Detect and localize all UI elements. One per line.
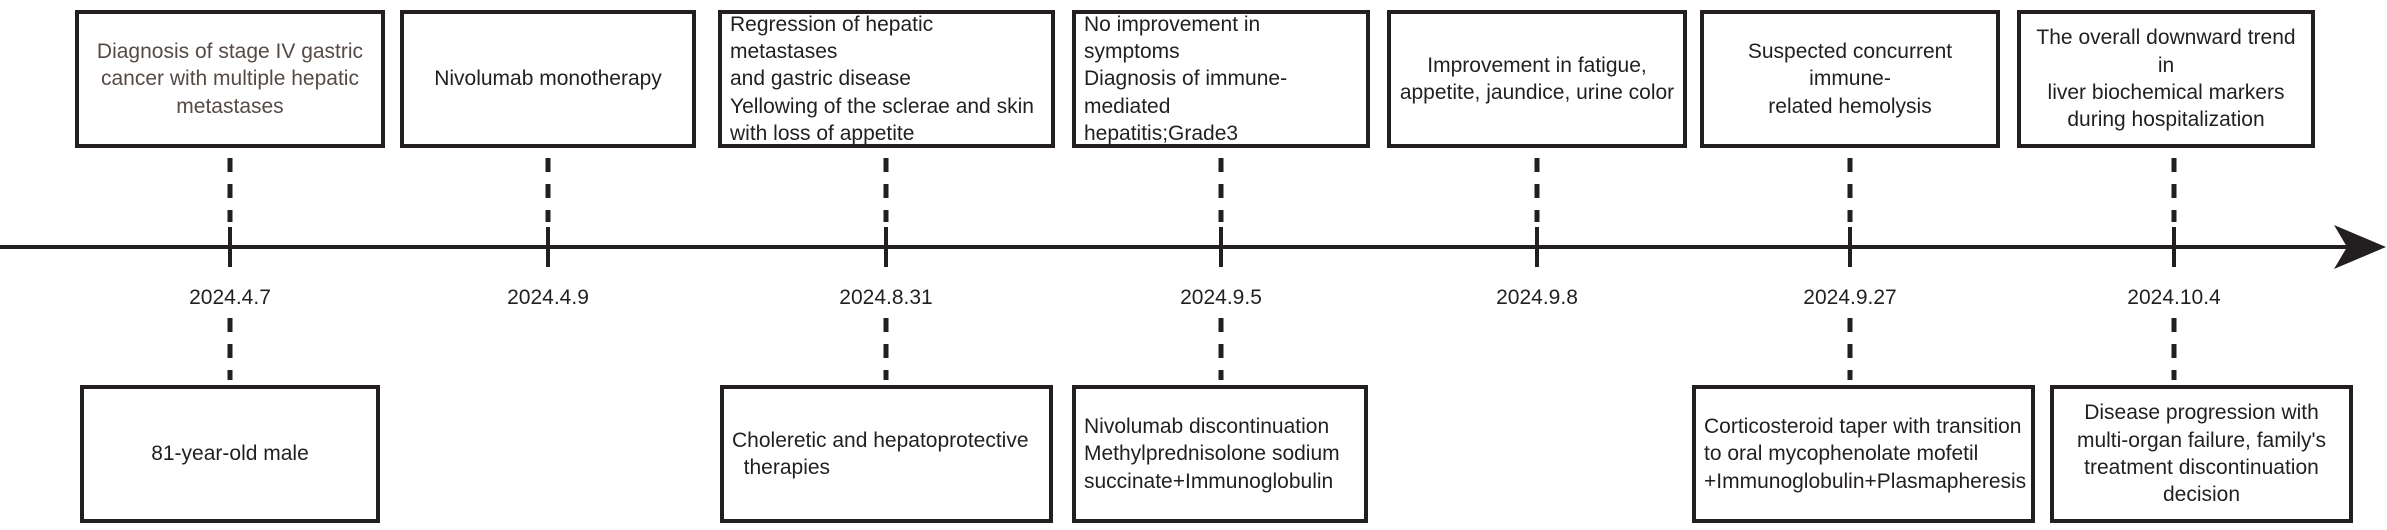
- timeline-axis: [0, 225, 2386, 269]
- date-label: 2024.9.27: [1803, 286, 1897, 309]
- bottom-connectors: [227, 318, 2177, 380]
- detail-box-choleretic: Choleretic and hepatoprotective therapie…: [720, 385, 1053, 523]
- top-connectors: [227, 158, 2177, 222]
- event-box-diagnosis: Diagnosis of stage IV gastric cancer wit…: [75, 10, 385, 148]
- date-label: 2024.4.7: [189, 286, 271, 309]
- date-label: 2024.10.4: [2127, 286, 2221, 309]
- event-text: Regression of hepatic metastases and gas…: [730, 12, 1034, 145]
- date-label: 2024.4.9: [507, 286, 589, 309]
- detail-box-patient: 81-year-old male: [80, 385, 380, 523]
- date-label: 2024.9.5: [1180, 286, 1262, 309]
- detail-box-corticosteroid-taper: Corticosteroid taper with transition to …: [1692, 385, 2035, 523]
- detail-text: Corticosteroid taper with transition to …: [1704, 415, 2027, 493]
- event-box-hemolysis: Suspected concurrent immune- related hem…: [1700, 10, 2000, 148]
- event-text: Improvement in fatigue, appetite, jaundi…: [1399, 53, 1675, 104]
- detail-box-discontinuation: Nivolumab discontinuation Methylpredniso…: [1072, 385, 1368, 523]
- event-box-nivolumab-monotherapy: Nivolumab monotherapy: [400, 10, 696, 148]
- detail-box-disease-progression: Disease progression with multi-organ fai…: [2050, 385, 2353, 523]
- detail-text: Disease progression with multi-organ fai…: [2076, 401, 2327, 507]
- event-text: The overall downward trend in liver bioc…: [2036, 26, 2296, 132]
- event-text: Suspected concurrent immune- related hem…: [1747, 40, 1953, 118]
- event-text: Diagnosis of stage IV gastric cancer wit…: [96, 40, 364, 118]
- event-box-immune-hepatitis: No improvement in symptoms Diagnosis of …: [1072, 10, 1370, 148]
- event-text: Nivolumab monotherapy: [434, 67, 662, 91]
- arrowhead-icon: [2334, 225, 2386, 269]
- event-box-regression-jaundice: Regression of hepatic metastases and gas…: [718, 10, 1055, 148]
- event-text: No improvement in symptoms Diagnosis of …: [1084, 12, 1288, 145]
- event-box-downward-trend: The overall downward trend in liver bioc…: [2017, 10, 2315, 148]
- detail-text: 81-year-old male: [151, 442, 309, 466]
- date-label: 2024.8.31: [839, 286, 933, 309]
- detail-text: Nivolumab discontinuation Methylpredniso…: [1084, 415, 1340, 493]
- date-label: 2024.9.8: [1496, 286, 1578, 309]
- tick-marks: [228, 227, 2176, 267]
- event-box-improvement: Improvement in fatigue, appetite, jaundi…: [1387, 10, 1687, 148]
- detail-text: Choleretic and hepatoprotective therapie…: [732, 428, 1029, 479]
